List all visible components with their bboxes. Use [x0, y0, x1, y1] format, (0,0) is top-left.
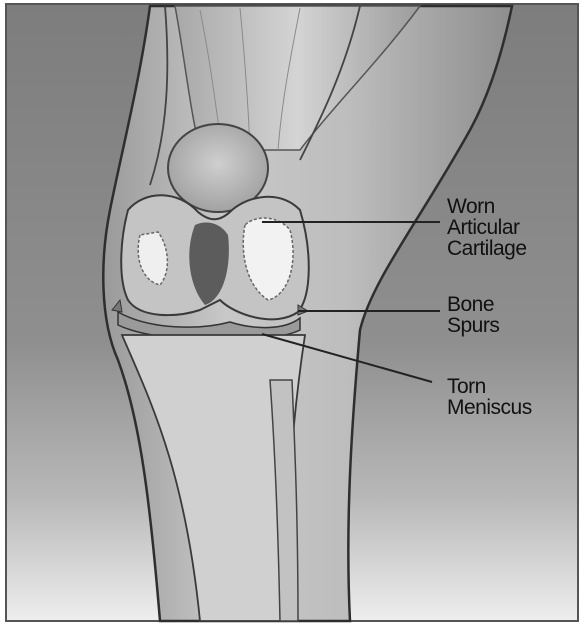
- label-line-torn: Torn: [447, 376, 532, 397]
- label-line-meniscus: Meniscus: [447, 397, 532, 418]
- label-worn-articular-cartilage: Worn Articular Cartilage: [447, 196, 527, 259]
- label-line-spurs: Spurs: [447, 315, 499, 336]
- label-torn-meniscus: Torn Meniscus: [447, 376, 532, 418]
- label-line-bone: Bone: [447, 294, 499, 315]
- label-line-articular: Articular: [447, 217, 527, 238]
- label-bone-spurs: Bone Spurs: [447, 294, 499, 336]
- label-line-worn: Worn: [447, 196, 527, 217]
- label-line-cartilage: Cartilage: [447, 238, 527, 259]
